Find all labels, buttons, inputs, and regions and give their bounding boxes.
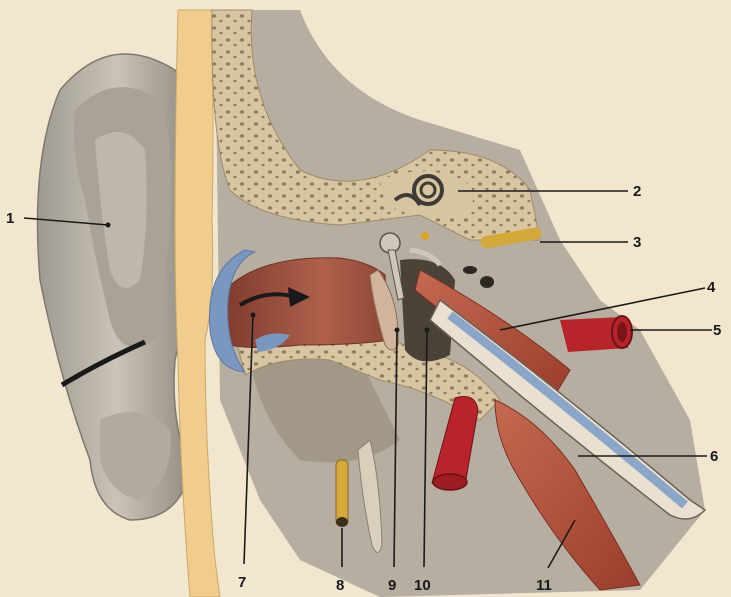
label-7: 7 <box>238 574 246 591</box>
facial-nerve-end <box>336 517 348 527</box>
label-4: 4 <box>707 279 716 296</box>
vessel-5-lumen <box>617 322 627 342</box>
facial-nerve <box>336 460 348 526</box>
bone-opening <box>463 266 477 274</box>
vessel-opening <box>433 474 467 490</box>
label-1: 1 <box>6 210 14 227</box>
label-9: 9 <box>388 577 396 594</box>
label-8: 8 <box>336 577 344 594</box>
label-11: 11 <box>536 577 552 594</box>
leader-dot-7 <box>251 313 256 318</box>
bone-opening <box>480 276 494 288</box>
leader-dot-9 <box>395 328 400 333</box>
leader-dot-1 <box>106 223 111 228</box>
label-6: 6 <box>710 448 718 465</box>
leader-dot-10 <box>425 328 430 333</box>
label-10: 10 <box>414 577 431 594</box>
label-2: 2 <box>633 183 641 200</box>
label-3: 3 <box>633 234 641 251</box>
label-5: 5 <box>713 322 721 339</box>
